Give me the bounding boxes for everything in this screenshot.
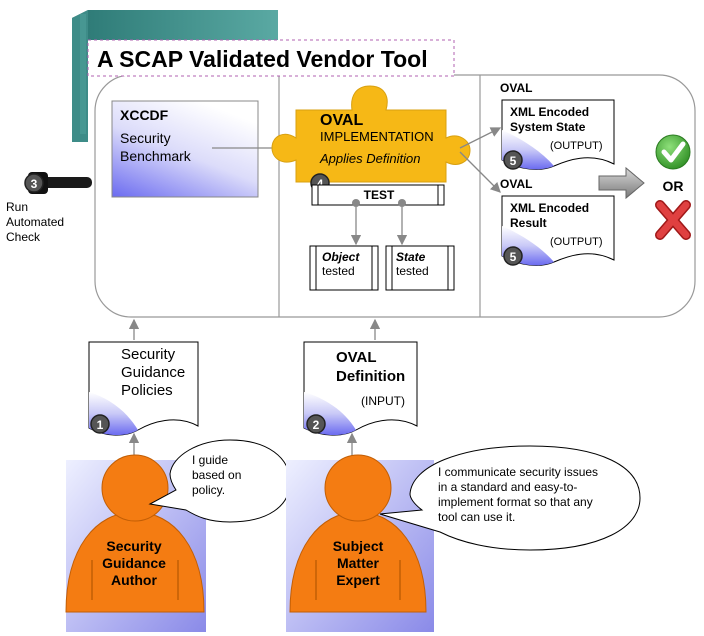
- badge-2-label: 2: [313, 418, 320, 432]
- expert-line1: Subject: [333, 538, 384, 554]
- fail-cross-icon: [655, 200, 691, 240]
- output2-tag: (OUTPUT): [550, 236, 603, 248]
- output2-line2: Result: [510, 216, 547, 230]
- output1-tag: (OUTPUT): [550, 140, 603, 152]
- xccdf-box: [111, 100, 259, 198]
- state-sub: tested: [396, 264, 429, 278]
- policies-line3: Policies: [121, 382, 173, 399]
- object-sub: tested: [322, 264, 355, 278]
- expert-bubble-line2: in a standard and easy-to-: [438, 480, 577, 494]
- oval-puzzle-piece: [271, 85, 471, 183]
- result-arrow: [598, 166, 645, 200]
- title-frame: [87, 39, 455, 77]
- output1-line2: System State: [510, 120, 586, 134]
- test-bar: [311, 184, 445, 206]
- object-label: Object: [322, 250, 360, 264]
- page-title: A SCAP Validated Vendor Tool: [97, 46, 428, 72]
- definition-line2: Definition: [336, 368, 405, 385]
- output2-badge-label: 5: [510, 250, 517, 264]
- expert-bubble-line1: I communicate security issues: [438, 465, 598, 479]
- arrow-oval-to-output2: [459, 151, 501, 193]
- state-box: [385, 245, 455, 291]
- output1-badge: [503, 150, 523, 170]
- or-label: OR: [663, 178, 684, 194]
- run-line2: Automated: [6, 215, 64, 229]
- xccdf-heading: XCCDF: [120, 107, 169, 123]
- oval-impl-sub: IMPLEMENTATION: [320, 129, 434, 144]
- arrow-oval-to-output1: [459, 127, 502, 149]
- badge-3-label: 3: [31, 177, 38, 191]
- author-bubble-line3: policy.: [192, 483, 225, 497]
- output1-line1: XML Encoded: [510, 105, 589, 119]
- oval-impl-italic: Applies Definition: [319, 151, 420, 166]
- policies-line2: Guidance: [121, 364, 185, 381]
- expert-bubble-line4: tool can use it.: [438, 510, 515, 524]
- output2-section: OVAL: [500, 177, 532, 191]
- expert-speech-bubble: [379, 445, 641, 551]
- badge-1-label: 1: [97, 418, 104, 432]
- test-label: TEST: [364, 188, 395, 202]
- connector-dot-object: [352, 199, 360, 207]
- badge-4-label: 4: [317, 177, 324, 191]
- expert-bubble-line3: implement format so that any: [438, 495, 593, 509]
- badge-3: [24, 173, 44, 193]
- run-line3: Check: [6, 230, 41, 244]
- author-bubble-line1: I guide: [192, 453, 228, 467]
- connector-dot-state: [398, 199, 406, 207]
- oval-impl-heading: OVAL: [320, 112, 363, 129]
- author-line1: Security: [106, 538, 161, 554]
- state-label: State: [396, 250, 426, 264]
- badge-1: [90, 414, 110, 434]
- pass-check-icon: [655, 134, 691, 170]
- policies-line1: Security: [121, 346, 176, 363]
- output2-line1: XML Encoded: [510, 201, 589, 215]
- author-line3: Author: [111, 572, 157, 588]
- definition-line1: OVAL: [336, 349, 377, 366]
- output1-badge-label: 5: [510, 154, 517, 168]
- definition-tag: (INPUT): [361, 394, 405, 408]
- author-bubble-line2: based on: [192, 468, 241, 482]
- badge-2: [306, 414, 326, 434]
- output1-section: OVAL: [500, 81, 532, 95]
- expert-person-icon: [289, 454, 427, 613]
- expert-line3: Expert: [336, 572, 380, 588]
- object-box: [309, 245, 379, 291]
- xccdf-line2: Benchmark: [120, 148, 192, 164]
- expert-line2: Matter: [337, 555, 380, 571]
- xccdf-line1: Security: [120, 130, 171, 146]
- output2-badge: [503, 246, 523, 266]
- run-line1: Run: [6, 200, 28, 214]
- author-line2: Guidance: [102, 555, 166, 571]
